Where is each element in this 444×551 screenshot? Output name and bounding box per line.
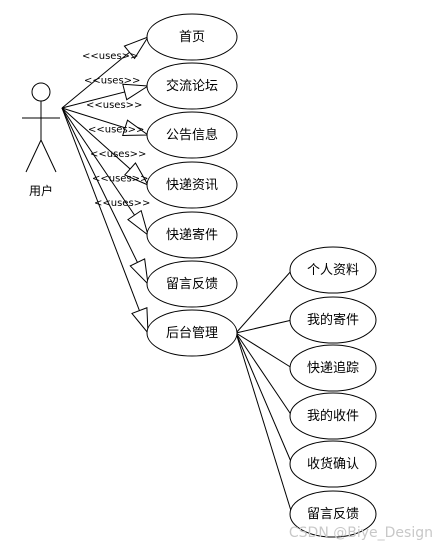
uses-stereotype-label: <<uses>>: [92, 174, 148, 185]
use-case-feedback: 留言反馈: [146, 260, 238, 308]
use-case-nodes: 首页交流论坛公告信息快递资讯快递寄件留言反馈后台管理个人资料我的寄件快递追踪我的…: [146, 13, 377, 538]
use-case-label: 快递资讯: [166, 178, 218, 193]
admin-edge: [235, 332, 293, 417]
use-case-express-news: 快递资讯: [146, 161, 238, 209]
connector-lines: <<uses>> <<uses>> <<uses>> <<uses>> <<uses>>…: [61, 35, 293, 515]
uses-stereotype-label: <<uses>>: [94, 198, 150, 209]
watermark: CSDN @Biye_Design: [289, 525, 433, 541]
admin-edge: [235, 332, 293, 369]
use-case-label: 留言反馈: [307, 507, 359, 522]
use-case-my-sent: 我的寄件: [289, 296, 377, 344]
use-case-label: 公告信息: [166, 127, 218, 143]
actor-right-leg: [40, 139, 57, 173]
use-case-ellipse: [146, 111, 238, 159]
uses-stereotype-label: <<uses>>: [84, 76, 140, 87]
use-case-label: 交流论坛: [166, 78, 218, 94]
use-case-home: 首页: [146, 13, 238, 61]
arrowhead: [127, 209, 149, 237]
actor-user: 用户: [22, 82, 60, 198]
arrowhead: [122, 83, 150, 101]
use-case-label: 快递寄件: [166, 227, 218, 243]
uses-edge: [61, 107, 149, 334]
actor-head: [31, 82, 51, 102]
use-case-ellipse: [289, 246, 377, 294]
arrowhead: [122, 119, 150, 136]
use-case-ellipse: [146, 260, 238, 308]
admin-edge: [235, 319, 293, 334]
uses-edge: [61, 107, 149, 285]
use-case-label: 后台管理: [166, 326, 218, 341]
actor-label: 用户: [29, 183, 53, 198]
use-case-label: 个人资料: [307, 263, 359, 278]
use-case-ellipse: [146, 13, 238, 61]
use-case-tracking: 快递追踪: [289, 344, 377, 392]
use-case-label: 首页: [179, 30, 205, 45]
uses-stereotype-label: <<uses>>: [88, 125, 144, 136]
uses-stereotype-label: <<uses>>: [90, 149, 146, 160]
use-case-notice: 公告信息: [146, 111, 238, 159]
use-case-ellipse: [146, 62, 238, 110]
use-case-label: 留言反馈: [166, 277, 218, 292]
arrowhead: [123, 162, 150, 187]
use-case-admin-feedback: 留言反馈: [289, 490, 377, 538]
uses-stereotype-label: <<uses>>: [82, 51, 138, 62]
use-case-forum: 交流论坛: [146, 62, 238, 110]
admin-edge: [235, 332, 293, 465]
use-case-ellipse: [289, 490, 377, 538]
use-case-ellipse: [146, 211, 238, 259]
use-case-label: 快递追踪: [307, 360, 359, 376]
use-case-label: 我的收件: [307, 408, 359, 424]
use-case-ellipse: [289, 440, 377, 488]
use-case-my-received: 我的收件: [289, 392, 377, 440]
use-case-ellipse: [289, 392, 377, 440]
use-case-profile: 个人资料: [289, 246, 377, 294]
arrowhead: [131, 307, 149, 335]
uses-edge: [61, 107, 149, 236]
use-case-ellipse: [146, 161, 238, 209]
use-case-ellipse: [146, 309, 238, 357]
use-case-label: 收货确认: [307, 456, 359, 472]
actor-left-leg: [25, 139, 42, 173]
use-case-label: 我的寄件: [307, 312, 359, 328]
arrowhead: [129, 258, 149, 286]
uses-stereotype-label: <<uses>>: [86, 100, 142, 111]
admin-edge: [235, 269, 293, 334]
use-case-receipt-confirm: 收货确认: [289, 440, 377, 488]
arrowhead: [123, 35, 150, 60]
use-case-express-send: 快递寄件: [146, 211, 238, 259]
admin-edge: [235, 332, 293, 515]
use-case-ellipse: [289, 344, 377, 392]
use-case-admin: 后台管理: [146, 309, 238, 357]
use-case-ellipse: [289, 296, 377, 344]
